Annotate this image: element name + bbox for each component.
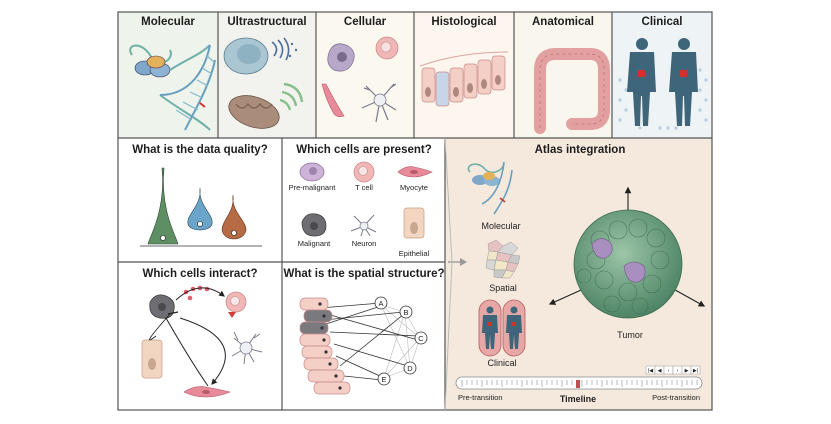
svg-text:C: C — [418, 334, 424, 343]
label-t-cell: T cell — [355, 183, 373, 192]
label-neuron: Neuron — [352, 239, 377, 248]
atlas-title: Atlas integration — [535, 144, 626, 156]
spatial-graph: A B C D E — [299, 296, 428, 395]
flow-arrow-icon — [448, 258, 467, 266]
svg-text:▶|: ▶| — [693, 368, 698, 374]
timeline[interactable]: Pre-transition Timeline Post-transition — [455, 376, 703, 404]
atlas-spatial — [485, 239, 521, 279]
interact-title: Which cells interact? — [142, 268, 257, 280]
label-pre-malignant: Pre-malignant — [289, 183, 337, 192]
scale-title-anatomical: Anatomical — [532, 16, 594, 28]
atlas-label-clinical: Clinical — [487, 358, 516, 368]
svg-text:|◀: |◀ — [648, 368, 653, 374]
label-malignant: Malignant — [298, 239, 331, 248]
cells-title: Which cells are present? — [296, 144, 432, 156]
violin-brown — [221, 194, 247, 240]
epithelium-illustration — [419, 51, 509, 107]
organelles-illustration — [223, 37, 304, 129]
svg-text:E: E — [381, 375, 386, 384]
scale-title-ultrastructural: Ultrastructural — [227, 16, 306, 28]
atlas-divider-wedge — [444, 137, 453, 411]
svg-text:‹: ‹ — [668, 368, 670, 374]
atlas-molecular — [467, 161, 513, 215]
timeline-ticks — [461, 380, 698, 387]
label-myocyte: Myocyte — [400, 183, 428, 192]
atlas-label-molecular: Molecular — [481, 221, 520, 231]
dot-matrix — [618, 68, 708, 130]
control-step-forward[interactable]: › — [672, 365, 683, 375]
scale-title-cellular: Cellular — [344, 16, 387, 28]
timeline-post-label: Post-transition — [652, 393, 700, 402]
violin-green — [147, 167, 179, 245]
colon-illustration — [534, 48, 610, 134]
cell-legend: Pre-malignant T cell Myocyte Malignant N… — [289, 161, 433, 258]
spatial-node-c: C — [414, 331, 428, 345]
quality-title: What is the data quality? — [132, 144, 267, 156]
svg-text:›: › — [677, 368, 679, 374]
scale-title-histological: Histological — [431, 16, 496, 28]
timeline-pre-label: Pre-transition — [458, 393, 503, 402]
control-step-back[interactable]: ‹ — [663, 365, 674, 375]
label-epithelial: Epithelial — [399, 249, 430, 258]
svg-text:B: B — [403, 308, 408, 317]
cell-types-illustration — [321, 36, 399, 123]
atlas-label-spatial: Spatial — [489, 283, 517, 293]
top-row-backgrounds — [118, 12, 712, 138]
playback-controls: |◀ ◀ ‹ › ▶ ▶| — [645, 365, 701, 375]
spatial-node-e: E — [377, 372, 391, 386]
svg-text:◀: ◀ — [658, 368, 662, 374]
control-back[interactable]: ◀ — [654, 365, 665, 375]
dna-helix-illustration — [129, 44, 216, 131]
scale-title-molecular: Molecular — [141, 16, 195, 28]
spatial-node-d: D — [403, 361, 417, 375]
spatial-node-b: B — [399, 305, 413, 319]
figure-frame — [117, 11, 713, 411]
spatial-node-a: A — [374, 296, 388, 310]
scale-title-clinical: Clinical — [642, 16, 683, 28]
svg-text:D: D — [407, 364, 413, 373]
tumor-sphere — [573, 209, 683, 319]
timeline-marker[interactable] — [576, 380, 580, 388]
patients-illustration — [618, 38, 708, 130]
atlas-clinical — [478, 299, 526, 357]
atlas-label-tumor: Tumor — [617, 330, 643, 340]
interaction-illustration — [141, 285, 263, 398]
svg-text:A: A — [378, 299, 383, 308]
timeline-label: Timeline — [560, 394, 596, 404]
control-play[interactable]: ▶ — [681, 365, 692, 375]
violin-plots — [140, 167, 262, 247]
spatial-title: What is the spatial structure? — [283, 268, 444, 280]
svg-text:▶: ▶ — [685, 368, 689, 374]
violin-blue — [187, 187, 213, 231]
cells-present-background — [282, 138, 445, 262]
control-last[interactable]: ▶| — [690, 365, 701, 375]
control-first[interactable]: |◀ — [645, 365, 656, 375]
